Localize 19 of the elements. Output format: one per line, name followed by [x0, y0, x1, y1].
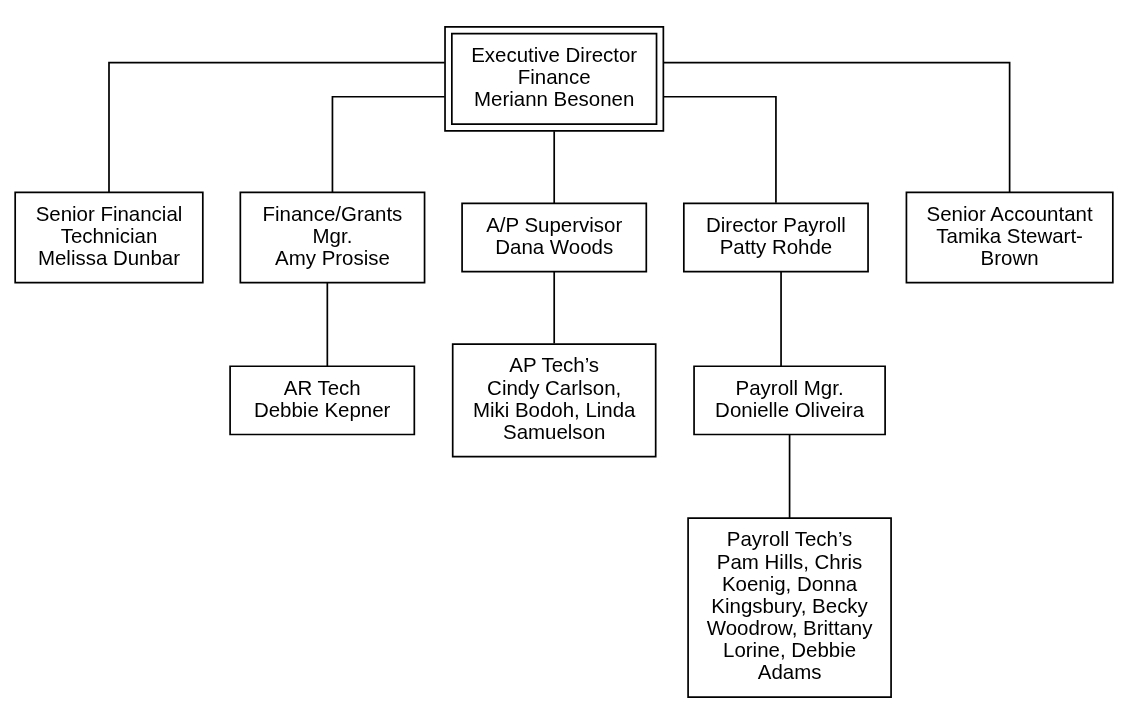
connector	[553, 130, 556, 204]
connector	[553, 271, 556, 345]
node-box: A/P Supervisor Dana Woods	[461, 202, 648, 273]
node-box: Finance/Grants Mgr. Amy Prosise	[239, 191, 426, 284]
connector	[780, 271, 782, 367]
node-box: Senior Accountant Tamika Stewart-Brown	[905, 191, 1114, 284]
node-box: AP Tech’s Cindy Carlson, Miki Bodoh, Linda Samuelson	[451, 343, 657, 458]
connector	[326, 282, 329, 367]
node-box: Executive Director Finance Meriann Besonen	[444, 25, 665, 132]
node-box: Payroll Tech’s Pam Hills, Chris Koenig, Donna Kingsbury, Becky Woodrow, Brittany Lorine, Debbie Adams	[687, 517, 892, 699]
connector	[788, 433, 791, 519]
connector	[108, 61, 446, 193]
node-box: Payroll Mgr. Donielle Oliveira	[693, 365, 886, 436]
connector	[331, 95, 446, 194]
node-box: Senior Financial Technician Melissa Dunbar	[14, 191, 204, 284]
connector	[662, 95, 777, 204]
node-box: Director Payroll Patty Rohde	[682, 202, 869, 273]
connector	[663, 61, 1011, 193]
node-box: AR Tech Debbie Kepner	[229, 365, 416, 436]
